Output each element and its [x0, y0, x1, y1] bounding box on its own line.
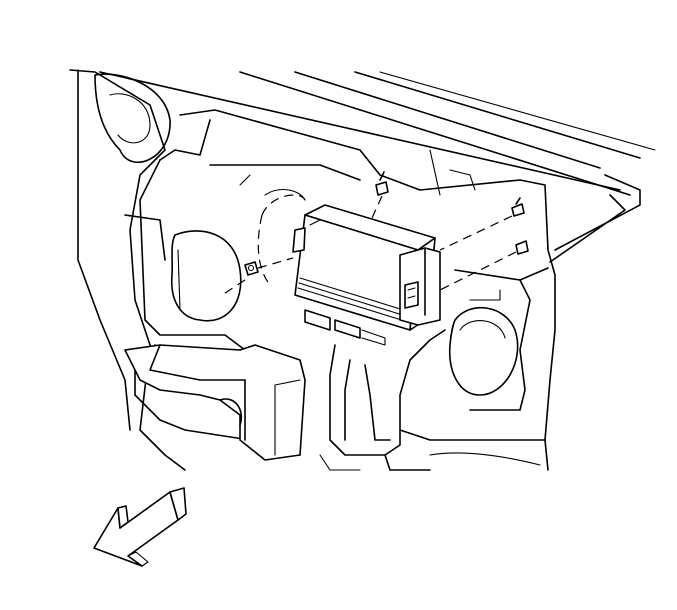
- left-access-hole: [170, 230, 242, 322]
- mounting-bracket: [399, 247, 441, 326]
- lower-left-bracket: [124, 344, 306, 461]
- right-lower-bracket: [399, 267, 549, 441]
- right-access-hole: [448, 306, 519, 396]
- direction-arrow: [93, 487, 187, 567]
- upper-body-rails: [99, 71, 656, 263]
- fastener: [221, 171, 529, 296]
- left-pillar: [69, 69, 186, 471]
- hidden-hole-outline: [257, 194, 306, 286]
- lower-channel: [319, 329, 541, 471]
